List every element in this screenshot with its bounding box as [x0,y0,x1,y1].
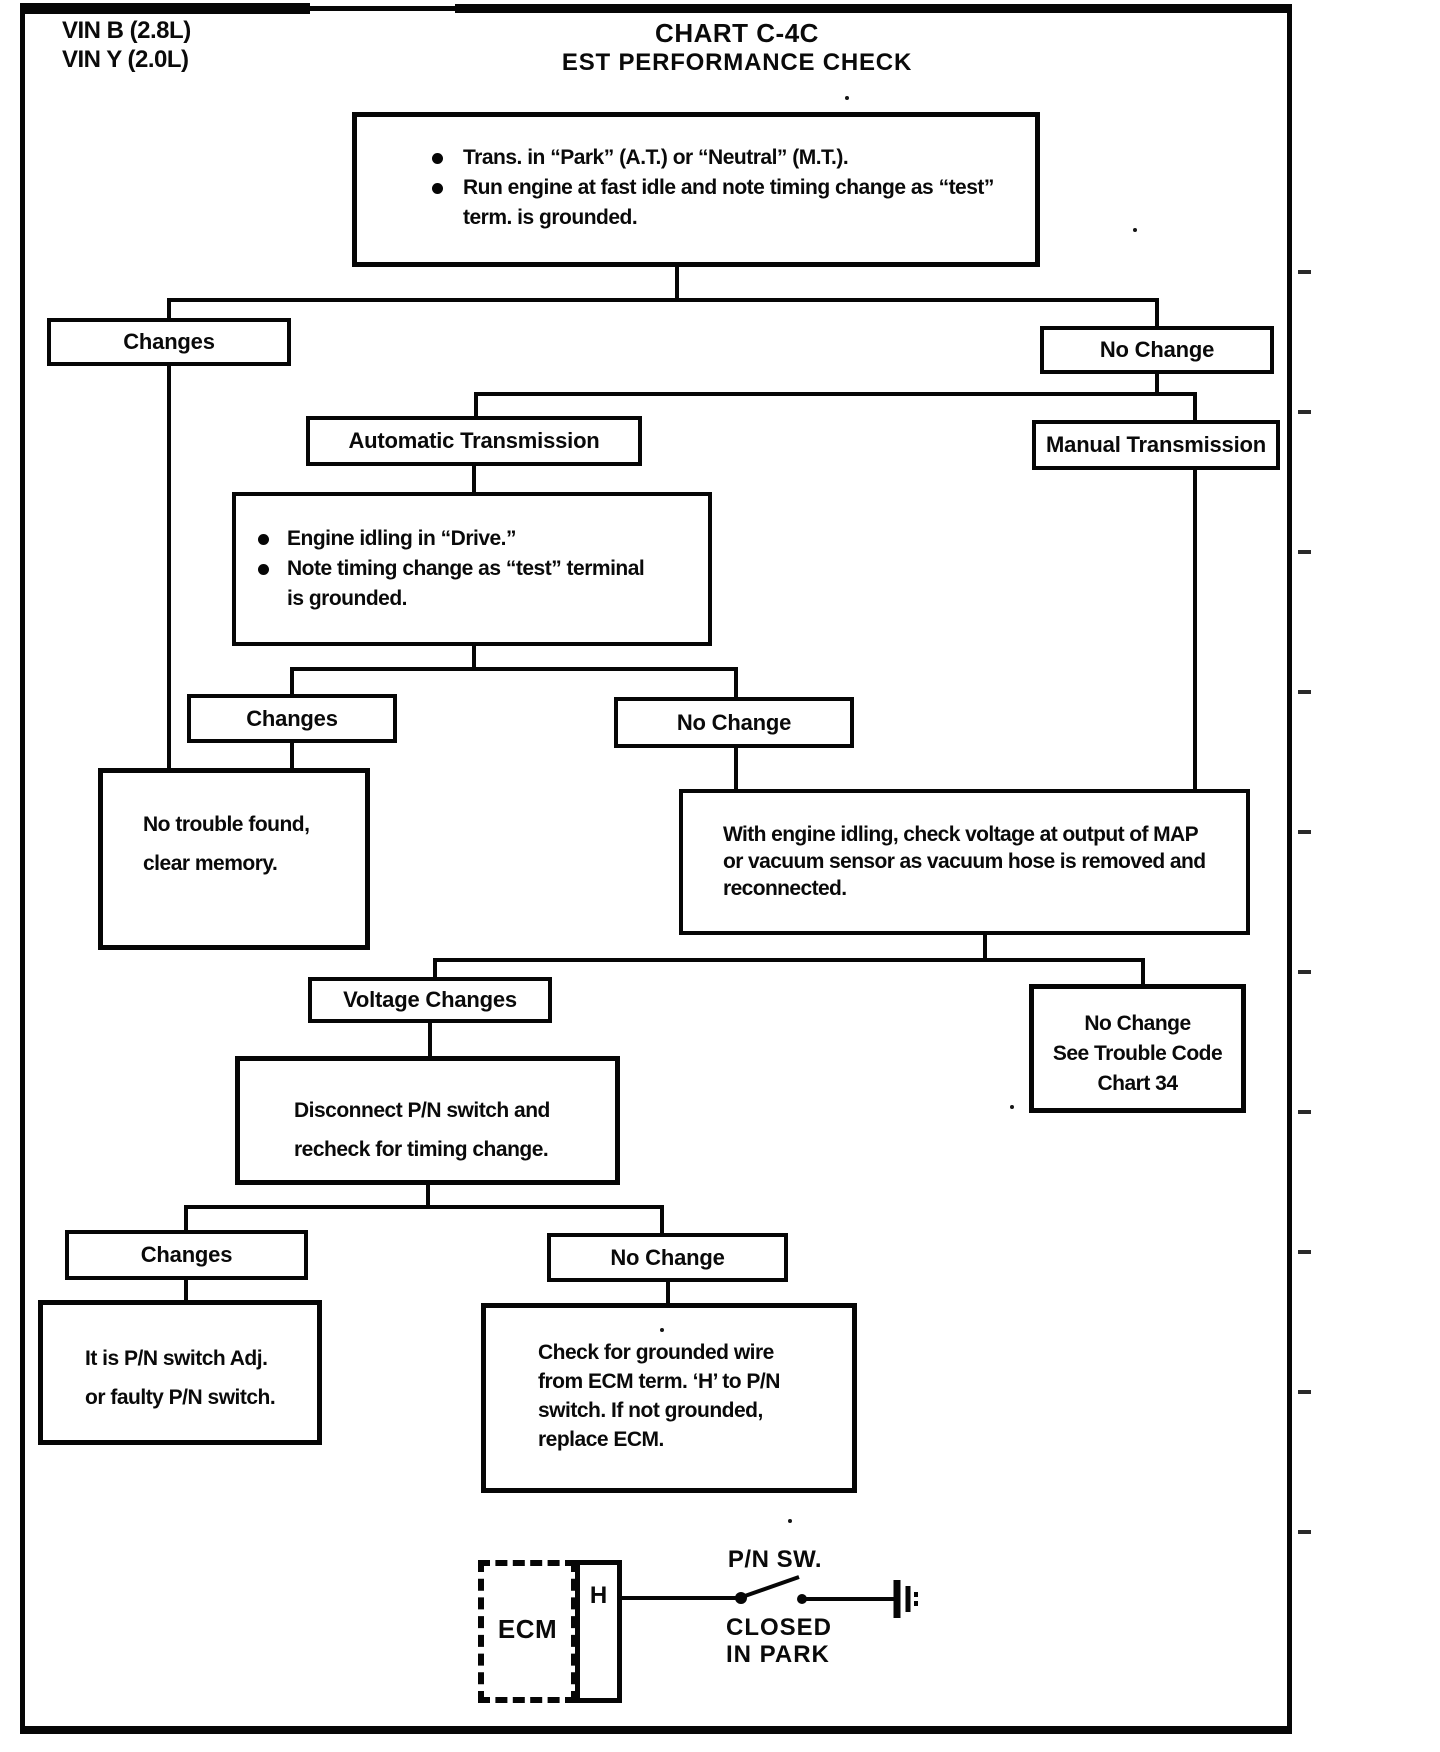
node-changes-1: Changes [47,318,291,366]
node-no-change-1: No Change [1040,326,1274,374]
node-disconnect-pn: Disconnect P/N switch and recheck for ti… [235,1056,620,1185]
node-changes-3: Changes [65,1230,308,1280]
margin-dash [1298,1390,1311,1394]
at-detail-bullet-2: Note timing change as “test” terminal is… [258,554,700,614]
node-chart-34: No Change See Trouble Code Chart 34 [1029,984,1246,1113]
bullet-icon [258,564,269,575]
page-border-heavy-segment [20,3,310,14]
bullet-icon [258,534,269,545]
circuit-terminal-h-label: H [589,1582,608,1609]
start-bullet-2: Run engine at fast idle and note timing … [432,173,1025,233]
start-bullet-1: Trans. in “Park” (A.T.) or “Neutral” (M.… [432,143,1025,173]
page-title: CHART C-4C [655,18,819,48]
margin-dash [1298,410,1311,414]
no-trouble-text: No trouble found, clear memory. [143,813,310,875]
vin-label-1: VIN B (2.8L) [62,17,191,44]
chart-34-text: No Change See Trouble Code Chart 34 [1052,1012,1223,1095]
node-start: Trans. in “Park” (A.T.) or “Neutral” (M.… [352,112,1040,267]
node-no-change-3: No Change [547,1233,788,1282]
switch-contact-dot [797,1594,807,1604]
at-detail-bullet-1: Engine idling in “Drive.” [258,524,700,554]
vin-labels: VIN B (2.8L) VIN Y (2.0L) [62,16,191,74]
node-no-change-2: No Change [614,697,854,748]
vin-label-2: VIN Y (2.0L) [62,46,189,73]
margin-dash [1298,1250,1311,1254]
start-bullet-2-text: Run engine at fast idle and note timing … [463,176,994,229]
margin-dash [1298,550,1311,554]
margin-dash [1298,270,1311,274]
page-subtitle: EST PERFORMANCE CHECK [561,49,913,76]
disconnect-pn-text: Disconnect P/N switch and recheck for ti… [294,1099,550,1161]
node-check-ground: Check for grounded wire from ECM term. ‘… [481,1303,857,1493]
node-pn-adj: It is P/N switch Adj. or faulty P/N swit… [38,1300,322,1445]
at-detail-bullet-2-text: Note timing change as “test” terminal is… [287,557,645,610]
margin-dash [1298,1530,1311,1534]
node-changes-2: Changes [187,694,397,743]
scan-artifact [788,1519,792,1523]
switch-contact-dot [735,1592,747,1604]
node-no-trouble: No trouble found, clear memory. [98,768,370,950]
node-voltage-changes: Voltage Changes [308,977,552,1023]
circuit-ecm-box [478,1560,577,1703]
margin-dash [1298,830,1311,834]
margin-dash [1298,1110,1311,1114]
node-manual-transmission: Manual Transmission [1032,420,1280,470]
scan-artifact [660,1328,664,1332]
start-bullet-1-text: Trans. in “Park” (A.T.) or “Neutral” (M.… [463,146,849,169]
circuit-switch-label: P/N SW. [727,1546,823,1573]
node-map-check: With engine idling, check voltage at out… [679,789,1250,935]
scan-artifact [845,96,849,100]
scan-artifact [1010,1105,1014,1109]
bullet-icon [432,153,443,164]
bullet-icon [432,183,443,194]
circuit-terminal-h-box [575,1560,622,1703]
circuit-state-label: CLOSED IN PARK [726,1614,833,1668]
pn-adj-text: It is P/N switch Adj. or faulty P/N swit… [85,1347,276,1409]
margin-dash [1298,690,1311,694]
map-check-text: With engine idling, check voltage at out… [723,823,1206,900]
node-automatic-transmission: Automatic Transmission [306,416,642,466]
page-border-heavy-segment-2 [455,4,1292,13]
margin-dash [1298,970,1311,974]
check-ground-text: Check for grounded wire from ECM term. ‘… [538,1341,780,1451]
scan-artifact [1133,228,1137,232]
at-detail-bullet-1-text: Engine idling in “Drive.” [287,527,517,550]
node-at-detail: Engine idling in “Drive.” Note timing ch… [232,492,712,646]
circuit-ecm-label: ECM [497,1614,558,1644]
